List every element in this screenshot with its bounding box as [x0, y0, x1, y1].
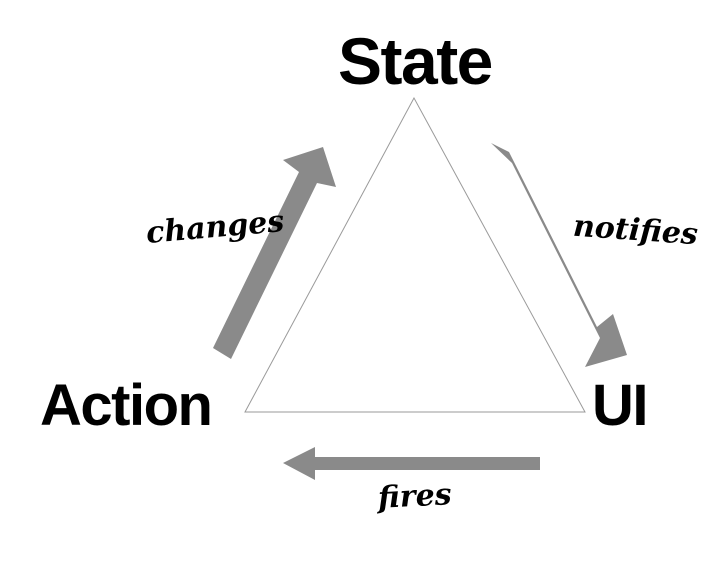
edge-label-fires: fires [377, 477, 453, 516]
arrow-ui-to-action [283, 447, 540, 480]
node-label-action[interactable]: Action [40, 373, 213, 438]
arrow-state-to-ui [491, 143, 627, 367]
arrow-action-to-state [213, 147, 336, 359]
node-label-state[interactable]: State [338, 24, 493, 98]
guide-triangle [244, 96, 586, 413]
edge-label-notifies: notifies [571, 208, 699, 253]
node-label-ui[interactable]: UI [592, 373, 649, 438]
